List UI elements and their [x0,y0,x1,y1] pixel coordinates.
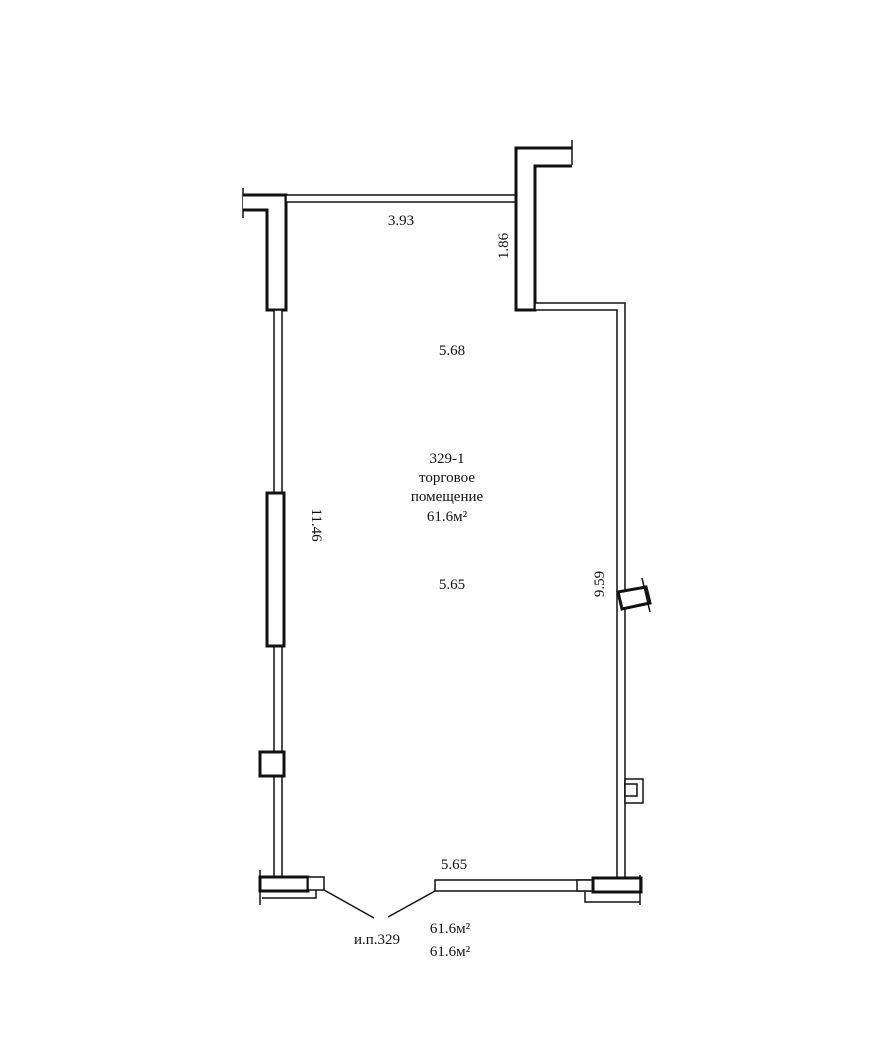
step-wall [534,302,626,881]
area-total-2: 61.6м² [430,944,471,960]
area-total-1: 61.6м² [430,921,471,937]
right-wall-details [616,577,652,804]
dim-upper-width: 5.68 [439,343,465,359]
dim-bottom-wall: 5.65 [441,857,467,873]
bottom-window [387,879,596,918]
room-id: 329-1 [430,451,465,467]
bottom-right-corner [584,875,643,905]
top-window-wall [285,194,517,203]
room-type: торговое [419,470,475,486]
dim-mid-width: 5.65 [439,577,465,593]
dim-top-wall: 3.93 [388,213,414,229]
top-right-column [514,140,573,312]
entrance-label: и.п.329 [354,932,400,948]
dim-left-wall: 11.46 [308,508,324,542]
dim-notch-depth: 1.86 [496,232,512,259]
top-left-wall [242,188,288,312]
dim-right-wall: 9.59 [592,571,608,597]
left-wall [258,309,286,881]
room-area: 61.6м² [427,509,468,525]
room-type-line2: помещение [411,489,484,505]
bottom-left-corner [258,870,375,919]
